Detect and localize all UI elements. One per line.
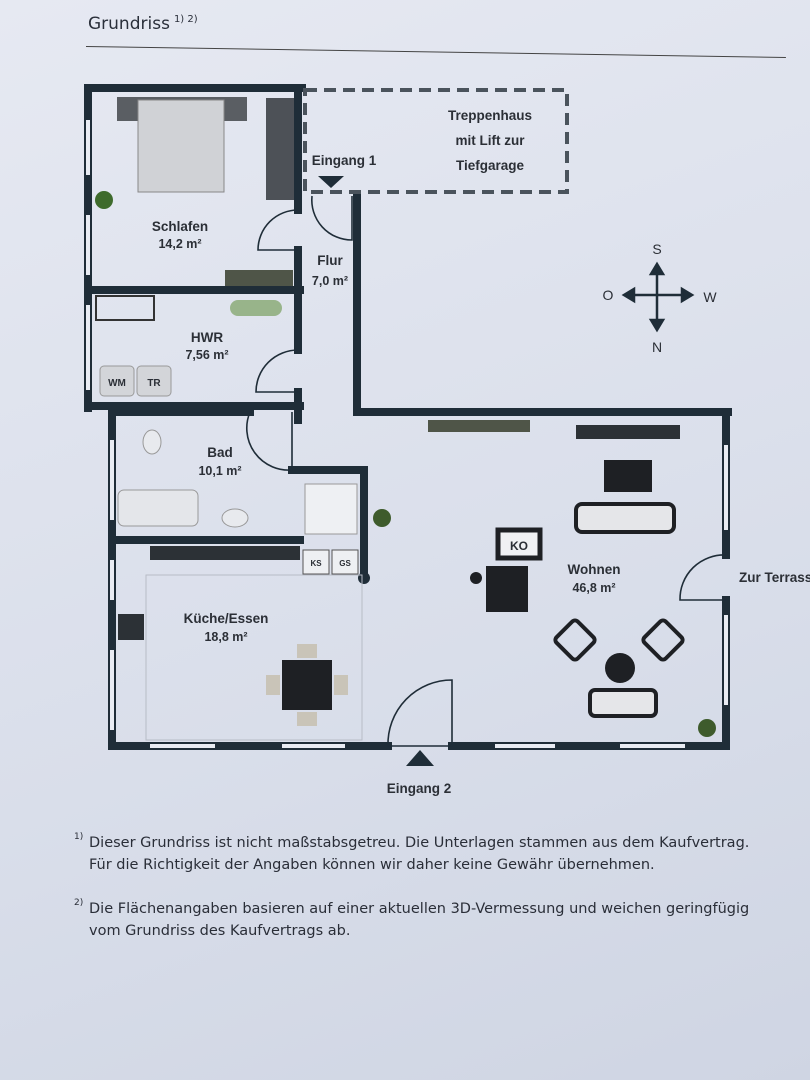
- sofa: [574, 502, 676, 534]
- stairwell-line-1: Treppenhaus: [448, 108, 532, 123]
- compass-icon: [621, 261, 695, 333]
- room-flur-area: 7,0 m²: [312, 274, 348, 288]
- washer-label: WM: [108, 378, 126, 389]
- entrance-1-arrow-icon: [318, 176, 344, 188]
- entrance-2-arrow-icon: [406, 750, 434, 766]
- compass-o: O: [603, 287, 614, 303]
- plant-icon: [373, 509, 391, 527]
- furniture: [95, 97, 716, 741]
- stairwell-line-3: Tiefgarage: [456, 158, 525, 173]
- plant-icon: [95, 191, 113, 209]
- entrance-2-label: Eingang 2: [387, 781, 452, 796]
- dining-table: [282, 660, 332, 710]
- entrance-1-label: Eingang 1: [312, 153, 377, 168]
- sink-hwr: [230, 300, 282, 316]
- room-schlafen-name: Schlafen: [152, 219, 208, 234]
- room-bad-name: Bad: [207, 445, 233, 460]
- footnote-1: 1) Dieser Grundriss ist nicht maßstabsget…: [74, 832, 774, 876]
- room-flur-name: Flur: [317, 253, 343, 268]
- room-wohnen-area: 46,8 m²: [572, 581, 615, 595]
- dryer: [136, 365, 172, 397]
- coffee-table: [605, 653, 635, 683]
- freezer-label: GS: [339, 559, 351, 568]
- sideboard: [225, 270, 293, 286]
- kitchen-counter: [150, 546, 300, 560]
- room-hwr-name: HWR: [191, 330, 223, 345]
- armchair: [641, 618, 685, 662]
- doors: [245, 195, 727, 747]
- footnote-refs: 1) 2): [173, 14, 198, 26]
- compass-n: N: [652, 339, 662, 355]
- desk: [486, 566, 528, 612]
- tv: [604, 460, 652, 492]
- tv-board: [428, 420, 530, 432]
- freezer: [331, 549, 359, 575]
- room-kueche-name: Küche/Essen: [184, 611, 269, 626]
- bathtub: [117, 489, 199, 527]
- footnote-1-mark: 1): [74, 832, 84, 842]
- room-kueche-area: 18,8 m²: [204, 630, 247, 644]
- sofa-small: [588, 688, 658, 718]
- column: [358, 572, 370, 584]
- compass-w: W: [703, 289, 717, 305]
- plant-icon: [698, 719, 716, 737]
- shower: [304, 483, 358, 535]
- stairwell-line-2: mit Lift zur: [456, 133, 526, 148]
- title-text: Grundriss: [88, 14, 170, 34]
- windows: [86, 120, 728, 748]
- compass-s: S: [652, 241, 661, 257]
- wall-cabinet: [576, 425, 680, 439]
- room-schlafen-area: 14,2 m²: [158, 237, 201, 251]
- stairwell-outline: [303, 88, 569, 194]
- footnote-2-text: Die Flächenangaben basieren auf einer ak…: [89, 901, 750, 939]
- dryer-label: TR: [147, 378, 161, 389]
- washer: [99, 365, 135, 397]
- bath-sink: [221, 508, 249, 528]
- fridge-label: KS: [310, 559, 322, 568]
- wardrobe: [266, 98, 294, 200]
- footnote-1-text: Dieser Grundriss ist nicht maßstabsgetre…: [89, 835, 750, 873]
- terrace-label: Zur Terrasse: [739, 570, 810, 585]
- radiator: [95, 295, 155, 321]
- kitchen-floor: [145, 574, 363, 741]
- ko-label: KO: [510, 539, 528, 553]
- footnote-2: 2) Die Flächenangaben basieren auf einer …: [74, 898, 774, 942]
- bed: [137, 99, 225, 193]
- toilet: [142, 429, 162, 455]
- footnotes: 1) Dieser Grundriss ist nicht maßstabsget…: [74, 832, 774, 964]
- room-wohnen-name: Wohnen: [568, 562, 621, 577]
- stove: [118, 614, 144, 640]
- fridge: [302, 549, 330, 575]
- ko-box: [495, 527, 543, 561]
- room-hwr-area: 7,56 m²: [185, 348, 228, 362]
- footnote-2-mark: 2): [74, 898, 84, 908]
- room-bad-area: 10,1 m²: [198, 464, 241, 478]
- armchair: [553, 618, 597, 662]
